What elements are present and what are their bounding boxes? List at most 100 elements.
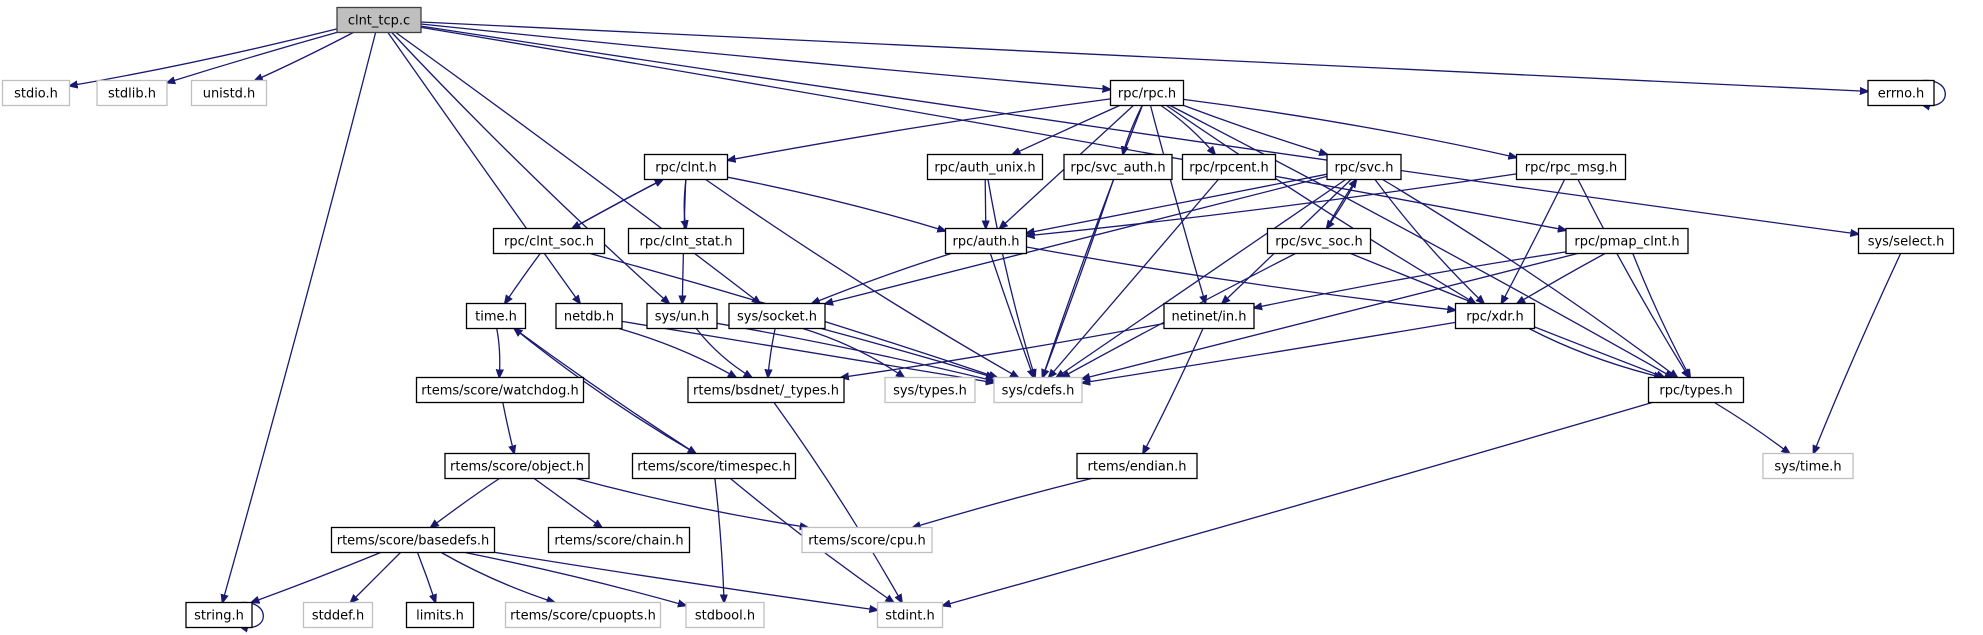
node-label: stddef.h bbox=[312, 609, 364, 624]
node-sys-un-h[interactable]: sys/un.h bbox=[646, 302, 718, 330]
node-label: netdb.h bbox=[564, 310, 614, 325]
node-rtems-score-timespec-h[interactable]: rtems/score/timespec.h bbox=[631, 452, 797, 480]
node-box bbox=[330, 526, 496, 554]
node-rpc-clnt-stat-h[interactable]: rpc/clnt_stat.h bbox=[627, 227, 745, 255]
dependency-edge bbox=[1517, 252, 1606, 304]
node-box bbox=[1867, 79, 1935, 107]
node-string-h[interactable]: string.h bbox=[185, 601, 253, 629]
dependency-edge bbox=[618, 327, 736, 378]
dependency-edge bbox=[1374, 179, 1484, 304]
dependency-edge bbox=[705, 178, 1019, 378]
node-rpc-types-h[interactable]: rpc/types.h bbox=[1647, 376, 1745, 404]
node-time-h[interactable]: time.h bbox=[465, 302, 527, 330]
node-box bbox=[1454, 302, 1536, 330]
node-rpc-pmap-clnt-h[interactable]: rpc/pmap_clnt.h bbox=[1565, 227, 1689, 255]
node-rpc-svc-soc-h[interactable]: rpc/svc_soc.h bbox=[1266, 227, 1372, 255]
dependency-edge bbox=[1501, 179, 1566, 304]
node-label: sys/socket.h bbox=[737, 310, 817, 325]
node-rtems-score-basedefs-h[interactable]: rtems/score/basedefs.h bbox=[330, 526, 496, 554]
dependency-edge bbox=[387, 32, 580, 304]
dependency-edge bbox=[1254, 251, 1567, 308]
node-limits-h[interactable]: limits.h bbox=[405, 601, 475, 629]
node-label: rtems/endian.h bbox=[1088, 460, 1187, 475]
node-box bbox=[336, 6, 422, 34]
node-rpc-clnt-h[interactable]: rpc/clnt.h bbox=[643, 153, 729, 181]
node-label: stdio.h bbox=[14, 87, 58, 102]
dependency-edge bbox=[841, 322, 1165, 378]
node-label: rpc/rpc.h bbox=[1118, 87, 1176, 102]
node-label: rtems/score/watchdog.h bbox=[421, 384, 578, 399]
node-box bbox=[643, 153, 729, 181]
dependency-edge bbox=[1082, 321, 1456, 383]
node-box bbox=[1565, 227, 1689, 255]
node-sys-select-h[interactable]: sys/select.h bbox=[1857, 227, 1955, 255]
node-label: rpc/auth.h bbox=[952, 235, 1019, 250]
dependency-edge bbox=[716, 322, 994, 381]
node-box bbox=[1647, 376, 1745, 404]
dependency-edge bbox=[513, 327, 696, 454]
node-label: netinet/in.h bbox=[1172, 310, 1247, 325]
node-rtems-score-cpuopts-h: rtems/score/cpuopts.h bbox=[504, 601, 662, 629]
dependency-edge bbox=[825, 175, 1328, 303]
node-sys-types-h: sys/types.h bbox=[884, 376, 976, 404]
dependency-edge bbox=[167, 31, 338, 82]
node-box bbox=[465, 302, 527, 330]
dependency-edge bbox=[431, 477, 500, 528]
node-label: rpc/rpc_msg.h bbox=[1525, 161, 1617, 176]
dependency-edge bbox=[913, 477, 1092, 528]
node-box bbox=[1163, 302, 1255, 330]
node-label: rtems/bsdnet/_types.h bbox=[693, 384, 839, 399]
node-rtems-score-watchdog-h[interactable]: rtems/score/watchdog.h bbox=[415, 376, 585, 404]
node-errno-h[interactable]: errno.h bbox=[1867, 79, 1935, 107]
node-rpc-clnt-soc-h[interactable]: rpc/clnt_soc.h bbox=[492, 227, 606, 255]
dependency-edge bbox=[502, 402, 514, 454]
dependency-edge bbox=[985, 179, 986, 229]
dependency-edge bbox=[1813, 253, 1902, 454]
node-rtems-endian-h[interactable]: rtems/endian.h bbox=[1076, 452, 1198, 480]
node-rtems-score-object-h[interactable]: rtems/score/object.h bbox=[444, 452, 590, 480]
dependency-edge bbox=[695, 328, 752, 378]
node-sys-socket-h[interactable]: sys/socket.h bbox=[728, 302, 826, 330]
node-label: limits.h bbox=[416, 609, 464, 624]
node-rpc-auth-h[interactable]: rpc/auth.h bbox=[944, 227, 1028, 255]
node-rpc-xdr-h[interactable]: rpc/xdr.h bbox=[1454, 302, 1536, 330]
node-rpc-svc-h[interactable]: rpc/svc.h bbox=[1326, 153, 1402, 181]
node-box bbox=[492, 227, 606, 255]
dependency-edge bbox=[494, 551, 878, 610]
node-netdb-h[interactable]: netdb.h bbox=[555, 302, 623, 330]
dependency-edge bbox=[251, 551, 381, 603]
dependency-edge bbox=[773, 402, 902, 603]
node-rtems-bsdnet-types-h[interactable]: rtems/bsdnet/_types.h bbox=[687, 376, 845, 404]
node-label: unistd.h bbox=[203, 87, 256, 102]
dependency-edge bbox=[391, 32, 669, 304]
node-label: rpc/svc_auth.h bbox=[1070, 161, 1165, 176]
dependency-edge bbox=[728, 98, 1111, 160]
node-stdint-h: stdint.h bbox=[876, 601, 944, 629]
node-clnt-tcp-c[interactable]: clnt_tcp.c bbox=[336, 6, 422, 34]
node-rpc-auth-unix-h[interactable]: rpc/auth_unix.h bbox=[926, 153, 1044, 181]
edges-layer bbox=[70, 21, 1946, 628]
node-label: clnt_tcp.c bbox=[348, 14, 410, 29]
node-rpc-rpcent-h[interactable]: rpc/rpcent.h bbox=[1181, 153, 1277, 181]
node-rtems-score-chain-h[interactable]: rtems/score/chain.h bbox=[547, 526, 691, 554]
node-box bbox=[1266, 227, 1372, 255]
dependency-edge bbox=[1160, 104, 1215, 155]
node-netinet-in-h[interactable]: netinet/in.h bbox=[1163, 302, 1255, 330]
node-box bbox=[944, 227, 1028, 255]
node-box bbox=[876, 601, 944, 629]
dependency-edge bbox=[1043, 179, 1115, 378]
node-box bbox=[190, 79, 268, 107]
node-label: sys/un.h bbox=[655, 310, 709, 325]
dependency-edge bbox=[989, 253, 1033, 378]
node-box bbox=[504, 601, 662, 629]
node-rpc-rpc-h[interactable]: rpc/rpc.h bbox=[1109, 79, 1185, 107]
node-stdbool-h: stdbool.h bbox=[685, 601, 765, 629]
node-box bbox=[687, 376, 845, 404]
node-box bbox=[1181, 153, 1277, 181]
node-rpc-svc-auth-h[interactable]: rpc/svc_auth.h bbox=[1063, 153, 1173, 181]
node-box bbox=[801, 526, 933, 554]
node-rpc-rpc-msg-h[interactable]: rpc/rpc_msg.h bbox=[1515, 153, 1627, 181]
node-label: rtems/score/object.h bbox=[450, 460, 584, 475]
dependency-edge bbox=[1143, 328, 1204, 454]
node-box bbox=[444, 452, 590, 480]
